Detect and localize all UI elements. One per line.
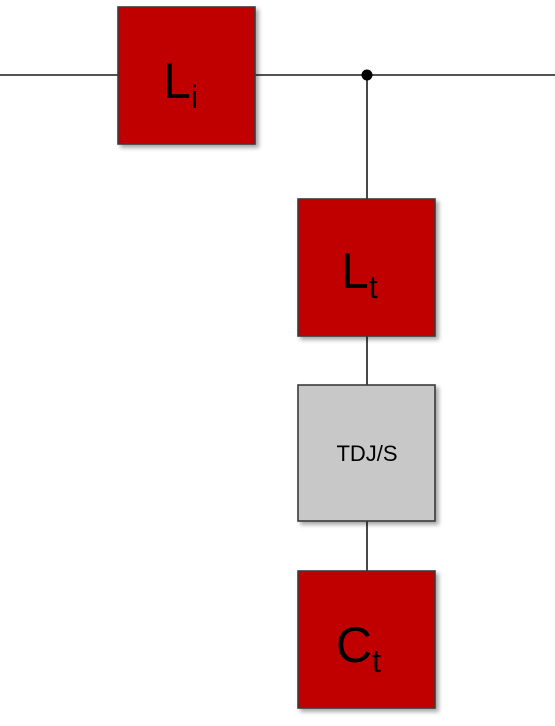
inductor-lt-block: Lt	[297, 198, 436, 337]
lt-label: Lt	[341, 243, 378, 305]
tdjs-label: TDJ/S	[336, 441, 397, 466]
li-label: Li	[163, 53, 198, 115]
junction-node	[361, 69, 373, 81]
tdjs-block: TDJ/S	[297, 384, 436, 522]
inductor-li-block: Li	[117, 6, 256, 145]
ct-label: Ct	[336, 617, 381, 679]
capacitor-ct-block: Ct	[297, 570, 436, 709]
